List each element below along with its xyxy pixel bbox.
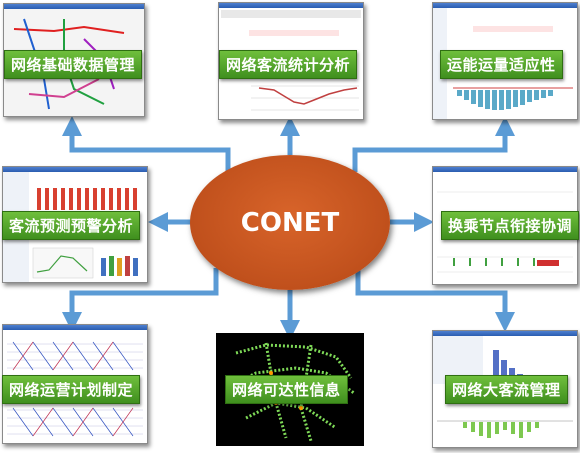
module-label-flow-stats: 网络客流统计分析 xyxy=(219,50,358,79)
arrow-basic-data xyxy=(62,116,231,176)
hub-label: CONET xyxy=(240,207,340,238)
arrow-large-flow xyxy=(355,268,515,332)
window-titlebar xyxy=(219,3,363,8)
module-label-basic-data: 网络基础数据管理 xyxy=(4,50,143,79)
module-label-forecast: 客流预测预警分析 xyxy=(2,211,141,240)
window-titlebar xyxy=(4,4,144,9)
window-titlebar xyxy=(433,331,577,336)
window-titlebar xyxy=(3,325,147,330)
module-label-capacity: 运能运量适应性 xyxy=(440,50,563,79)
window-titlebar xyxy=(3,167,147,172)
module-label-reachability: 网络可达性信息 xyxy=(225,375,348,404)
module-label-large-flow: 网络大客流管理 xyxy=(445,375,568,404)
arrow-operation-plan xyxy=(62,268,219,332)
conet-hub: CONET xyxy=(190,155,390,290)
arrow-capacity xyxy=(352,116,515,172)
module-label-operation-plan: 网络运营计划制定 xyxy=(2,375,141,404)
window-titlebar xyxy=(433,167,577,172)
window-titlebar xyxy=(433,3,577,8)
module-label-transfer: 换乘节点衔接协调 xyxy=(441,211,580,240)
